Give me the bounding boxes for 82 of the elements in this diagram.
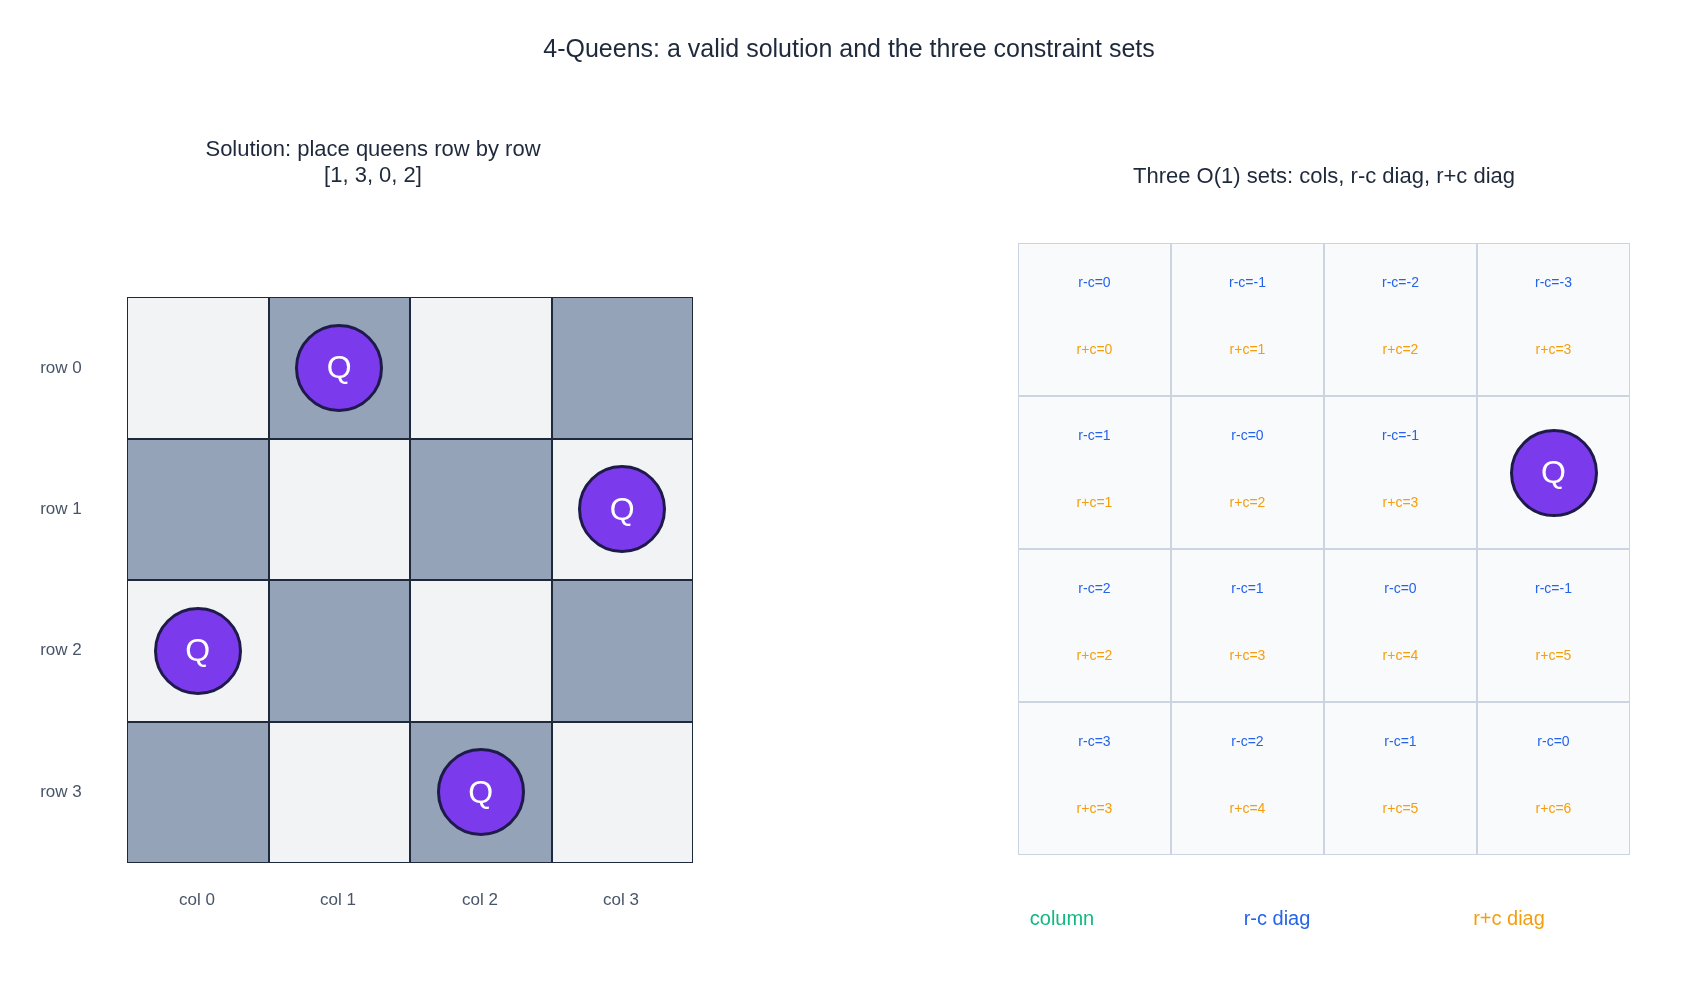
board-square [551,580,693,722]
column-label: col 3 [603,890,639,910]
grid-cell [1018,396,1171,549]
cell-label: r-c=1 [1077,427,1112,443]
board-square [268,721,410,863]
grid-cell [1171,702,1324,855]
grid-cell [1171,243,1324,396]
grid-cell [1171,549,1324,702]
board-square [127,438,269,580]
queen-token: Q [578,465,667,554]
board-square [127,580,269,722]
panel-heading: [1, 3, 0, 2] [324,162,422,188]
column-label: col 0 [179,890,215,910]
queen-token: Q [153,606,242,695]
cell-label: r-c=2 [1230,733,1265,749]
board-square [410,721,552,863]
row-label: row 3 [40,782,82,802]
cell-label: r+c=5 [1381,800,1420,816]
grid-cell [1324,243,1477,396]
cell-label: r-c=-2 [1381,274,1420,290]
cell-label: r+c=3 [1075,800,1114,816]
cell-label: r-c=1 [1383,733,1418,749]
panel-heading: Three O(1) sets: cols, r-c diag, r+c diag [1132,163,1516,189]
cell-label: r+c=1 [1075,494,1114,510]
cell-label: r+c=4 [1228,800,1267,816]
cell-label: r+c=2 [1381,341,1420,357]
cell-label: r-c=1 [1230,580,1265,596]
grid-cell [1324,396,1477,549]
cell-label: r+c=1 [1228,341,1267,357]
cell-label: r+c=4 [1381,647,1420,663]
cell-label: r+c=2 [1075,647,1114,663]
cell-label: r+c=0 [1075,341,1114,357]
board-square [127,297,269,439]
cell-label: r+c=6 [1534,800,1573,816]
board-square [410,438,552,580]
board-square [410,580,552,722]
cell-label: r+c=3 [1381,494,1420,510]
row-label: row 2 [40,640,82,660]
row-label: row 1 [40,499,82,519]
grid-cell [1171,396,1324,549]
grid-cell [1477,702,1630,855]
board-square [268,297,410,439]
column-label: col 1 [320,890,356,910]
queen-token: Q [1509,428,1598,517]
cell-label: r+c=2 [1228,494,1267,510]
diagram-title: 4-Queens: a valid solution and the three constraint sets [543,33,1155,63]
grid-cell [1477,549,1630,702]
cell-label: r-c=0 [1536,733,1571,749]
row-label: row 0 [40,358,82,378]
board-square [410,297,552,439]
cell-label: r-c=2 [1077,580,1112,596]
grid-cell [1018,243,1171,396]
grid-cell [1324,702,1477,855]
panel-heading: Solution: place queens row by row [205,136,541,162]
cell-label: r-c=3 [1077,733,1112,749]
grid-cell [1018,549,1171,702]
board-square [127,721,269,863]
queen-token: Q [436,748,525,837]
grid-cell [1477,243,1630,396]
queen-token: Q [295,323,384,412]
column-label: col 2 [462,890,498,910]
board-square [551,297,693,439]
legend-entry: r+c diag [1473,906,1545,930]
cell-label: r+c=5 [1534,647,1573,663]
grid-cell [1477,396,1630,549]
legend-entry: column [1029,906,1095,930]
board-square [551,438,693,580]
board-square [268,580,410,722]
cell-label: r-c=0 [1383,580,1418,596]
board-square [268,438,410,580]
cell-label: r-c=0 [1077,274,1112,290]
cell-label: r-c=-1 [1381,427,1420,443]
cell-label: r-c=-1 [1228,274,1267,290]
cell-label: r-c=0 [1230,427,1265,443]
grid-cell [1018,702,1171,855]
cell-label: r+c=3 [1228,647,1267,663]
grid-cell [1324,549,1477,702]
legend-entry: r-c diag [1243,906,1311,930]
cell-label: r-c=-3 [1534,274,1573,290]
cell-label: r-c=-1 [1534,580,1573,596]
cell-label: r+c=3 [1534,341,1573,357]
board-square [551,721,693,863]
